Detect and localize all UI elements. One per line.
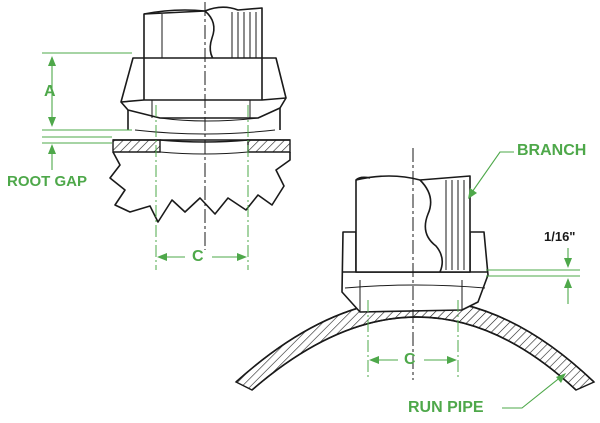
root-gap-dimension bbox=[42, 136, 112, 170]
dimension-a bbox=[42, 52, 132, 131]
left-fitting bbox=[120, 57, 287, 135]
gap-dimension bbox=[486, 248, 580, 304]
gap-fraction-label: 1/16" bbox=[544, 229, 576, 244]
right-run-pipe bbox=[234, 298, 596, 391]
left-run-pipe-section bbox=[109, 139, 291, 223]
left-figure bbox=[42, 2, 291, 270]
root-gap-label: ROOT GAP bbox=[7, 173, 88, 190]
dimension-c-right bbox=[369, 356, 457, 364]
branch-leader bbox=[468, 151, 514, 199]
dimension-c-right-label: C bbox=[404, 351, 416, 368]
run-pipe-label: RUN PIPE bbox=[408, 399, 484, 416]
right-figure bbox=[234, 148, 596, 409]
run-pipe-leader bbox=[502, 373, 566, 409]
dimension-c-left bbox=[157, 253, 247, 261]
dimension-a-label: A bbox=[44, 83, 56, 100]
dimension-c-left-label: C bbox=[192, 248, 204, 265]
branch-label: BRANCH bbox=[517, 142, 587, 159]
